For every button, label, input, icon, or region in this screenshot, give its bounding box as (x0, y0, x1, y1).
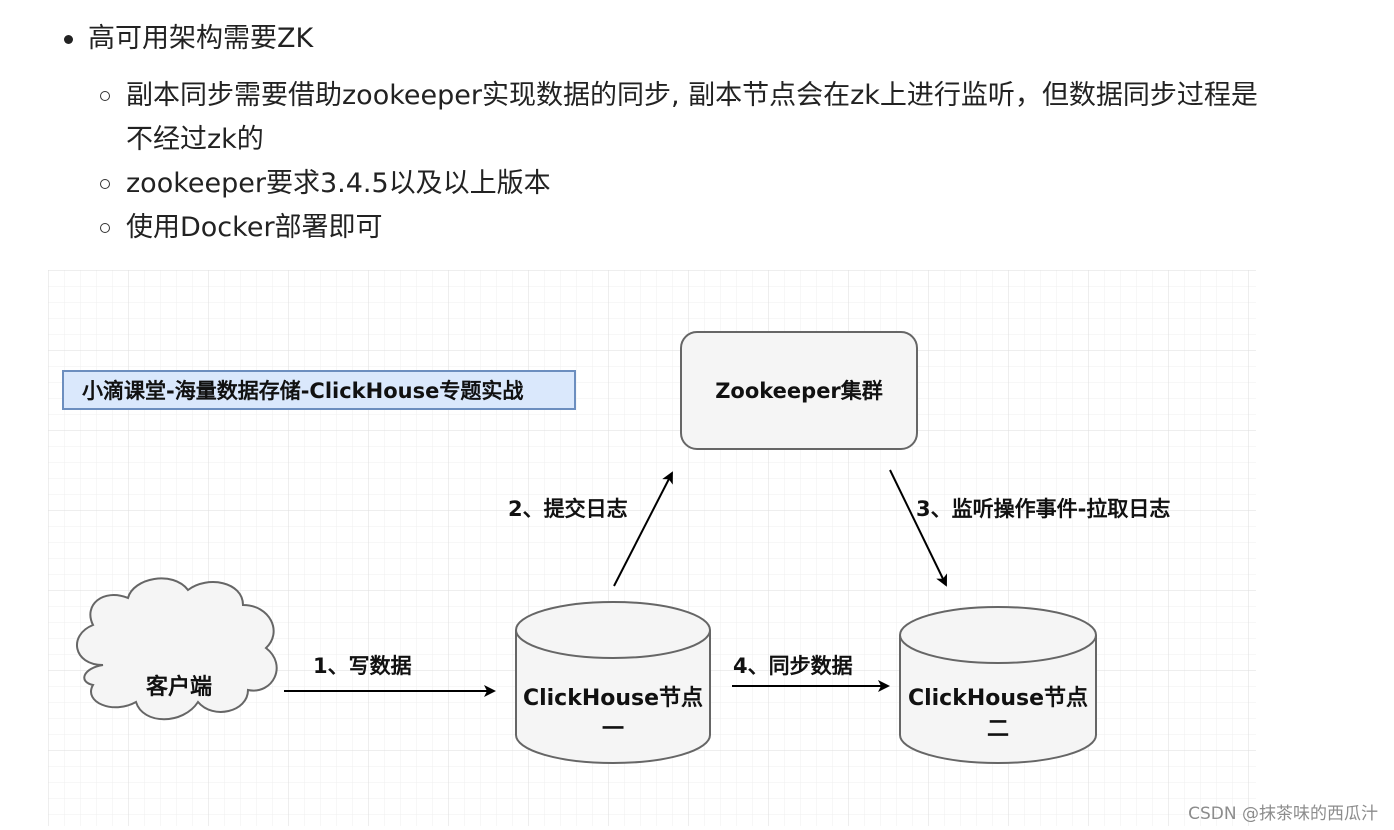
sub-bullet-list: 副本同步需要借助zookeeper实现数据的同步, 副本节点会在zk上进行监听，… (98, 74, 1258, 250)
bullet-heading: 高可用架构需要ZK (60, 18, 313, 60)
arrow-submit-log (613, 471, 673, 587)
clickhouse-node-one-label: ClickHouse节点 (523, 685, 703, 711)
architecture-diagram: 小滴课堂-海量数据存储-ClickHouse专题实战 Zookeeper集群 客… (48, 270, 1256, 826)
clickhouse-node-two-label: ClickHouse节点 (908, 685, 1088, 711)
label-write-data: 1、写数据 (313, 654, 412, 678)
label-listen-pull: 3、监听操作事件-拉取日志 (916, 497, 1170, 521)
client-cloud-label: 客户端 (146, 674, 212, 700)
sub-bullet-item-sync: 副本同步需要借助zookeeper实现数据的同步, 副本节点会在zk上进行监听，… (98, 74, 1258, 162)
zookeeper-cluster-label: Zookeeper集群 (715, 379, 883, 403)
clickhouse-node-one (515, 601, 711, 764)
diagram-title-text: 小滴课堂-海量数据存储-ClickHouse专题实战 (82, 379, 523, 403)
label-submit-log: 2、提交日志 (508, 497, 628, 521)
clickhouse-node-two (899, 606, 1097, 764)
clickhouse-node-two-sublabel: 二 (987, 717, 1009, 742)
bullet-list: 高可用架构需要ZK (60, 18, 313, 60)
client-cloud-icon (76, 577, 278, 721)
csdn-watermark: CSDN @抹茶味的西瓜汁 (1188, 804, 1378, 824)
clickhouse-node-one-sublabel: 一 (602, 717, 624, 742)
zookeeper-cluster-box (680, 331, 918, 450)
label-sync-data: 4、同步数据 (733, 654, 853, 678)
sub-bullet-item-version: zookeeper要求3.4.5以及以上版本 (98, 162, 1258, 206)
sub-bullet-item-docker: 使用Docker部署即可 (98, 206, 1258, 250)
arrow-listen-pull (889, 469, 948, 587)
diagram-title-box (62, 370, 576, 410)
